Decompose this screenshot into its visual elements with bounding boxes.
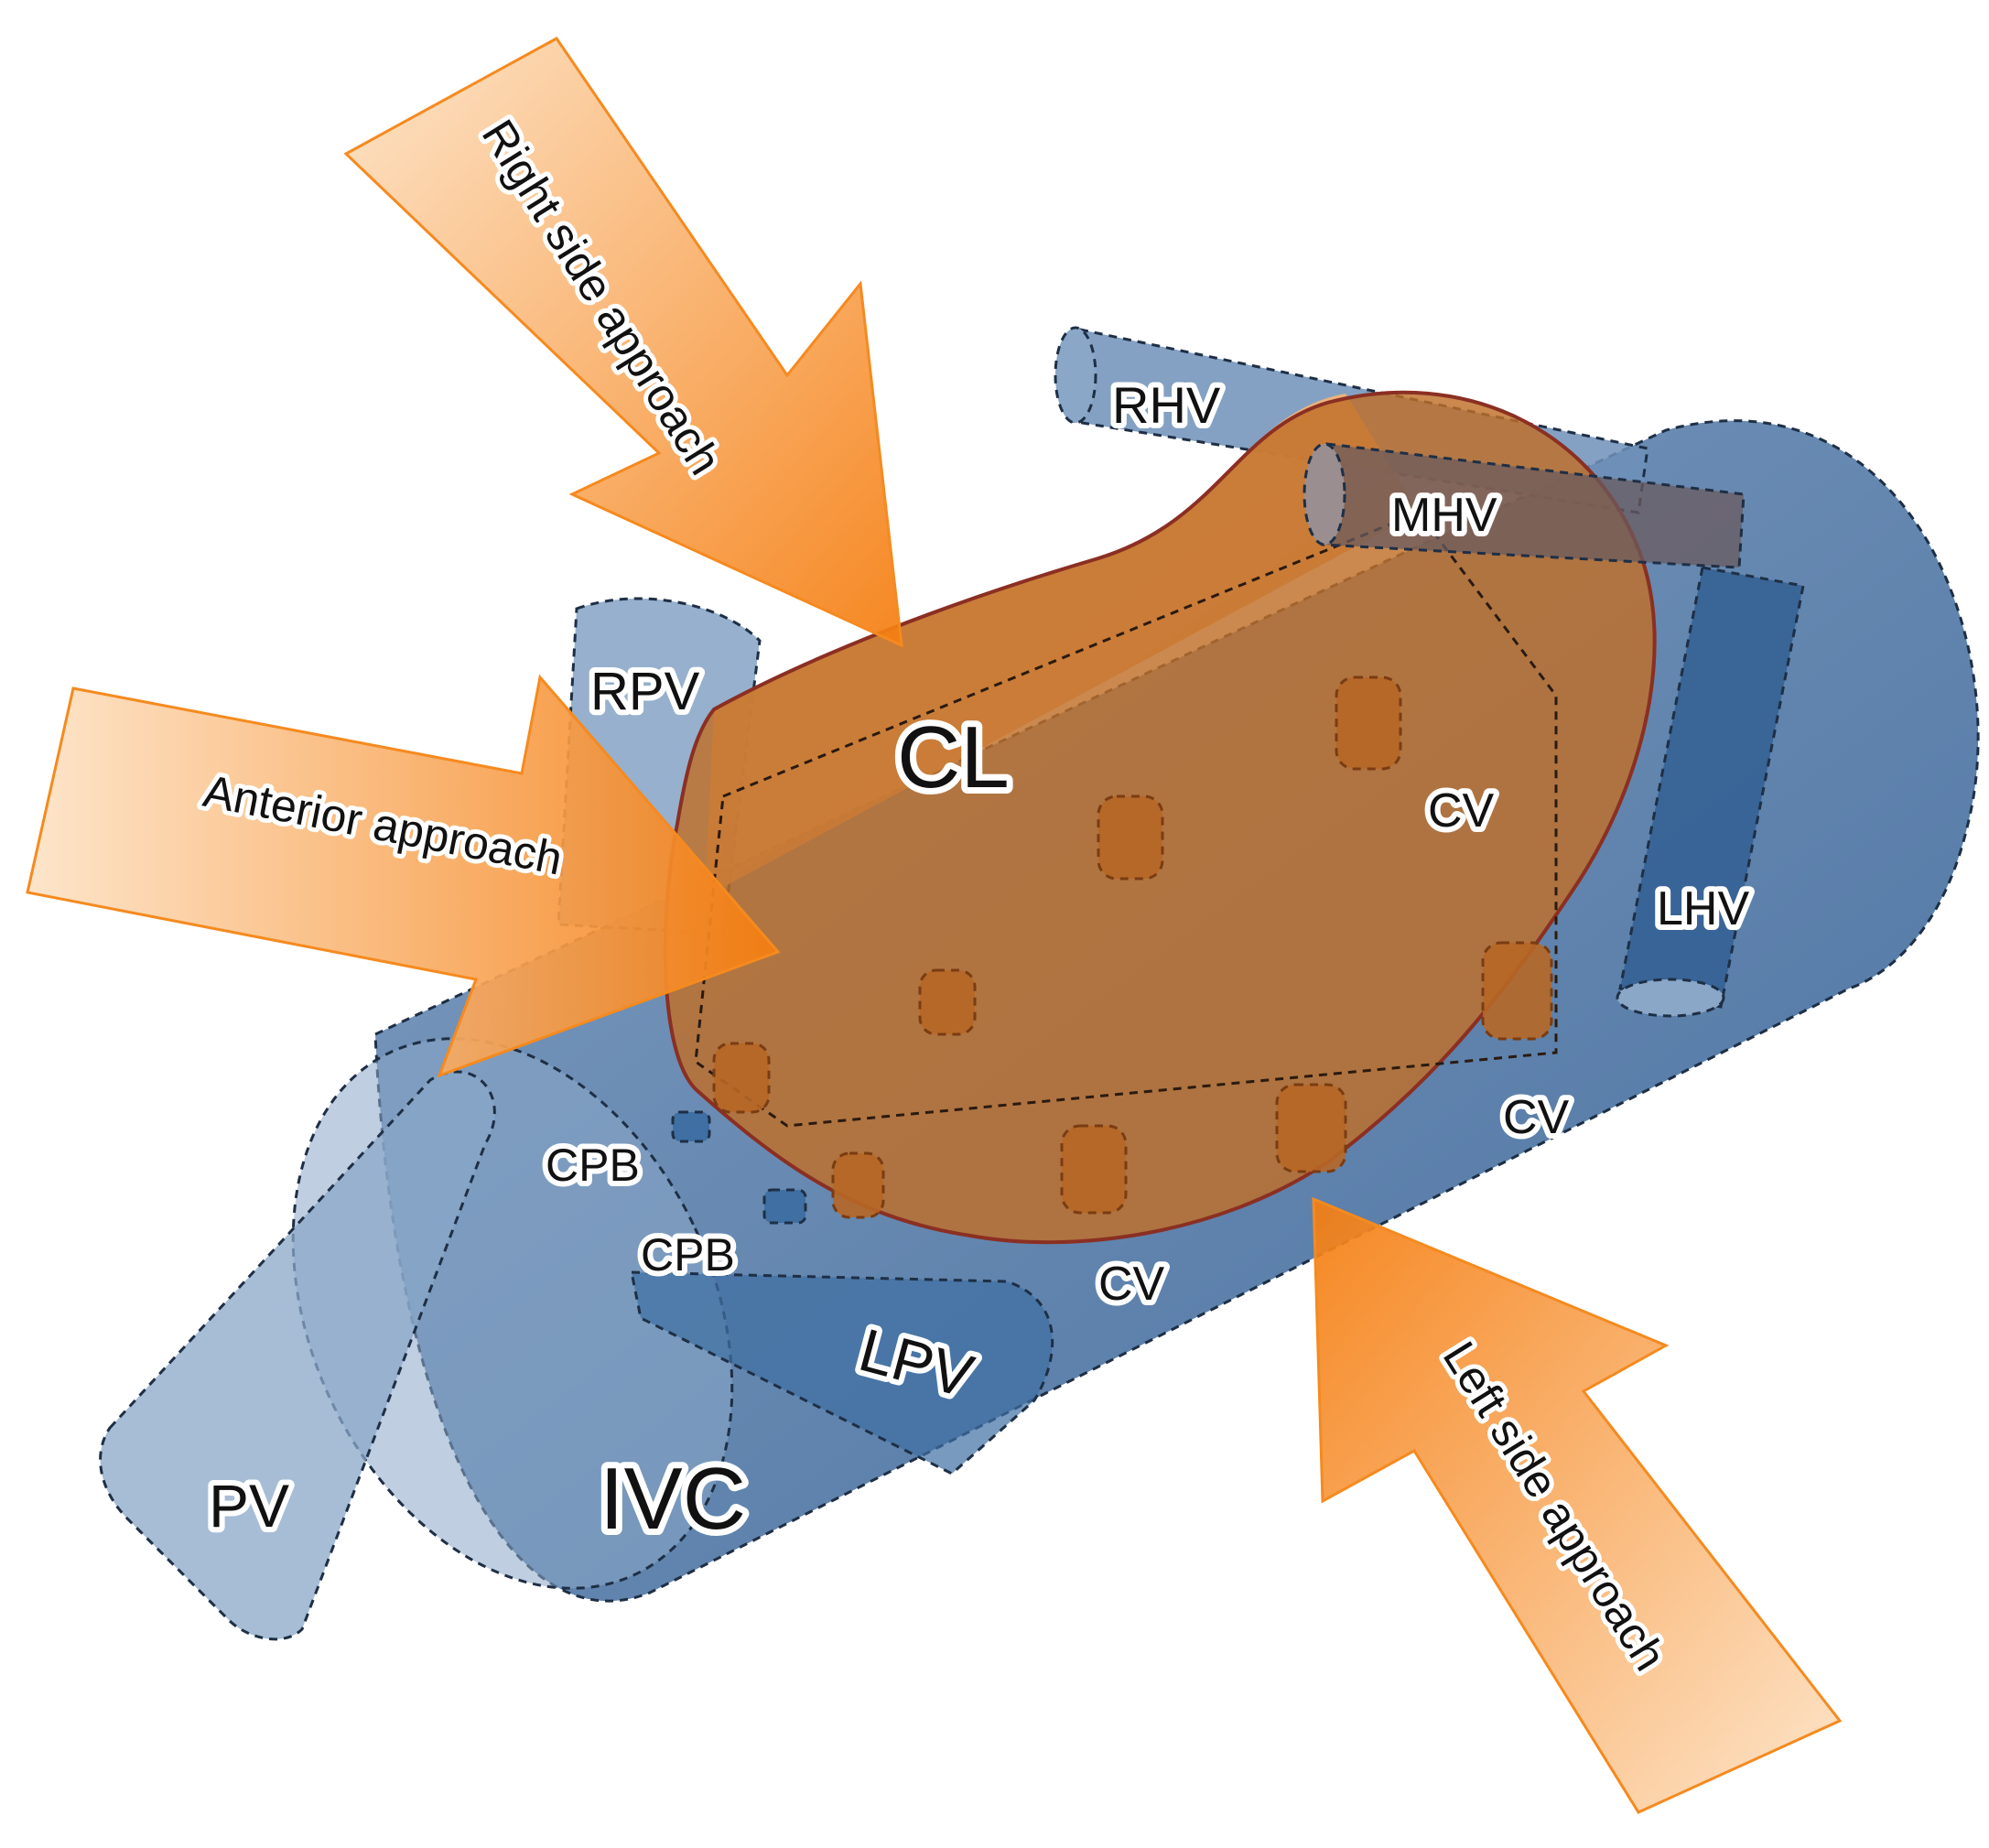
cv-label-upper: CV (1428, 784, 1495, 838)
mhv-vessel (1303, 442, 1746, 569)
rpv-label: RPV (590, 662, 700, 721)
cpb-label-lower: CPB (641, 1229, 735, 1281)
caudate-lobe (663, 390, 1657, 1245)
lhv-label: LHV (1657, 882, 1749, 935)
cl-label: CL (897, 708, 1010, 806)
mhv-label: MHV (1391, 489, 1497, 542)
right-side-approach-arrow (343, 37, 903, 648)
cpb-branches (671, 1110, 807, 1225)
caudate-vein-stubs (712, 675, 1553, 1219)
left-side-approach-arrow (1312, 1196, 1843, 1814)
ivc-label: IVC (600, 1450, 746, 1548)
pv-vessel (99, 1070, 496, 1641)
rhv-label: RHV (1112, 376, 1221, 434)
lpv-vessel (630, 1270, 1054, 1475)
cv-label-right: CV (1503, 1091, 1570, 1144)
lhv-vessel (1616, 566, 1805, 1018)
anterior-approach-arrow (26, 674, 781, 1078)
cv-label-bottom: CV (1098, 1258, 1165, 1311)
cpb-label-upper: CPB (546, 1140, 640, 1191)
pv-label: PV (209, 1472, 289, 1540)
